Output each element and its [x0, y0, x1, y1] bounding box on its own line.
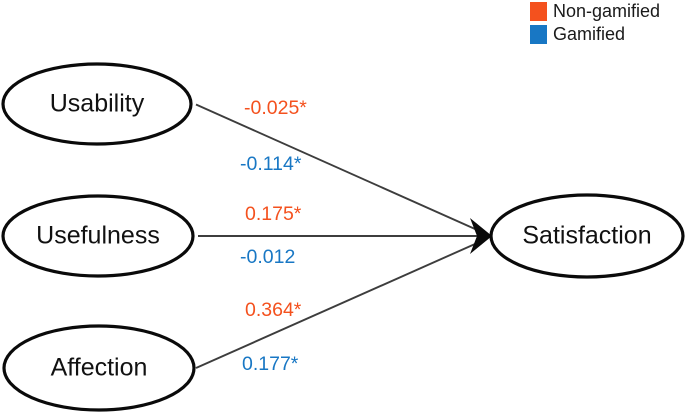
arrow-head-satisfaction — [470, 218, 492, 254]
node-affection[interactable]: Affection — [2, 324, 196, 412]
legend-swatch-gamified-icon — [530, 24, 547, 44]
node-usefulness-label: Usefulness — [36, 222, 160, 250]
node-usefulness-ellipse[interactable] — [1, 194, 195, 278]
coef-usefulness-gamified: -0.012 — [240, 246, 295, 268]
path-lines — [195, 103, 485, 369]
legend-item-nongamified[interactable]: Non-gamified — [530, 1, 660, 21]
coef-affection-gamified: 0.177* — [242, 353, 299, 375]
node-satisfaction[interactable]: Satisfaction — [489, 193, 685, 279]
node-usability-ellipse[interactable] — [1, 62, 193, 146]
coefficient-labels: -0.025* -0.114* 0.175* -0.012 0.364* 0.1… — [240, 97, 307, 375]
node-usability[interactable]: Usability — [1, 62, 193, 146]
legend-label-gamified: Gamified — [553, 23, 626, 44]
node-affection-label: Affection — [51, 354, 148, 382]
coef-usability-gamified: -0.114* — [240, 153, 302, 175]
legend-item-gamified[interactable]: Gamified — [530, 24, 660, 44]
node-usability-label: Usability — [50, 90, 145, 118]
coef-usability-nongamified: -0.025* — [244, 97, 307, 119]
node-affection-ellipse[interactable] — [2, 324, 196, 412]
node-satisfaction-label: Satisfaction — [522, 222, 651, 250]
legend: Non-gamified Gamified — [530, 1, 660, 44]
coef-affection-nongamified: 0.364* — [245, 299, 302, 321]
path-line-usability-satisfaction — [195, 103, 485, 234]
node-satisfaction-ellipse[interactable] — [489, 193, 685, 279]
path-line-affection-satisfaction — [195, 239, 485, 369]
legend-label-nongamified: Non-gamified — [553, 0, 661, 21]
legend-swatch-nongamified-icon — [530, 1, 547, 21]
node-usefulness[interactable]: Usefulness — [1, 194, 195, 278]
coef-usefulness-nongamified: 0.175* — [245, 203, 302, 225]
